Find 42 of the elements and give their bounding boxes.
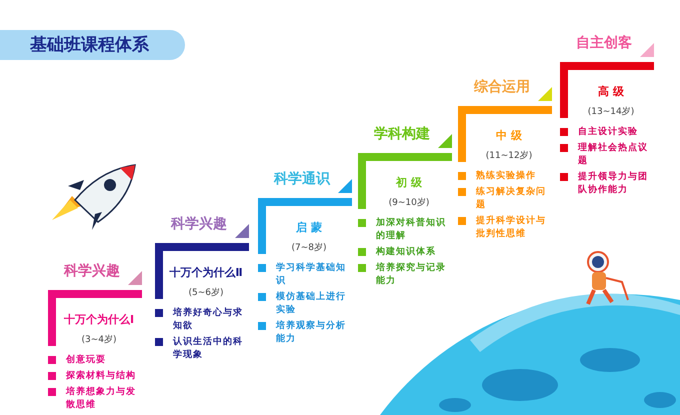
level-title: 十万个为什么Ⅱ [168,265,244,280]
category-heading: 学科构建 [374,125,430,143]
bullet-item: 培养探究与记录能力 [358,262,454,288]
step-bracket [560,62,654,118]
bullet-item: 模仿基础上进行实验 [258,291,354,317]
bullet-item: 加深对科普知识的理解 [358,217,454,243]
level-title: 中 级 [495,128,523,143]
level-title: 初 级 [394,175,423,190]
step-bracket [358,153,452,209]
title-banner: 基础班课程体系 [0,30,185,60]
age-label: (5~6岁) [188,286,224,299]
bullet-item: 培养想象力与发散思维 [48,386,144,412]
bullet-item: 培养观察与分析能力 [258,320,354,346]
category-heading: 综合运用 [474,78,530,96]
step-bracket [258,198,352,254]
age-label: (7~8岁) [291,242,326,254]
level-title: 高 级 [597,84,625,99]
bullet-item: 学习科学基础知识 [258,262,354,288]
category-heading: 科学兴趣 [171,215,227,233]
bullet-item: 自主设计实验 [560,126,656,139]
bullet-item: 提升领导力与团队协作能力 [560,171,656,197]
bullet-item: 练习解决复杂问题 [458,186,554,212]
age-label: (3~4岁) [81,334,116,346]
category-heading: 自主创客 [576,34,632,52]
bullet-item: 提升科学设计与批判性思维 [458,215,554,241]
step-bracket [155,243,249,299]
category-heading: 科学兴趣 [64,262,120,280]
step-bracket [48,290,142,346]
bullet-item: 理解社会热点议题 [560,142,656,168]
bullet-item: 熟练实验操作 [458,170,554,183]
age-label: (13~14岁) [588,106,634,118]
category-heading: 科学通识 [274,170,330,188]
bullet-item: 认识生活中的科学现象 [155,336,251,362]
age-label: (9~10岁) [388,196,430,209]
bullet-item: 探索材料与结构 [48,370,144,383]
bullet-item: 培养好奇心与求知欲 [155,307,251,333]
level-title: 启 蒙 [295,220,323,235]
bullet-item: 创意玩耍 [48,354,144,367]
bullet-item: 构建知识体系 [358,246,454,259]
level-title: 十万个为什么Ⅰ [62,312,136,327]
age-label: (11~12岁) [486,150,532,162]
step-bracket [458,106,552,162]
